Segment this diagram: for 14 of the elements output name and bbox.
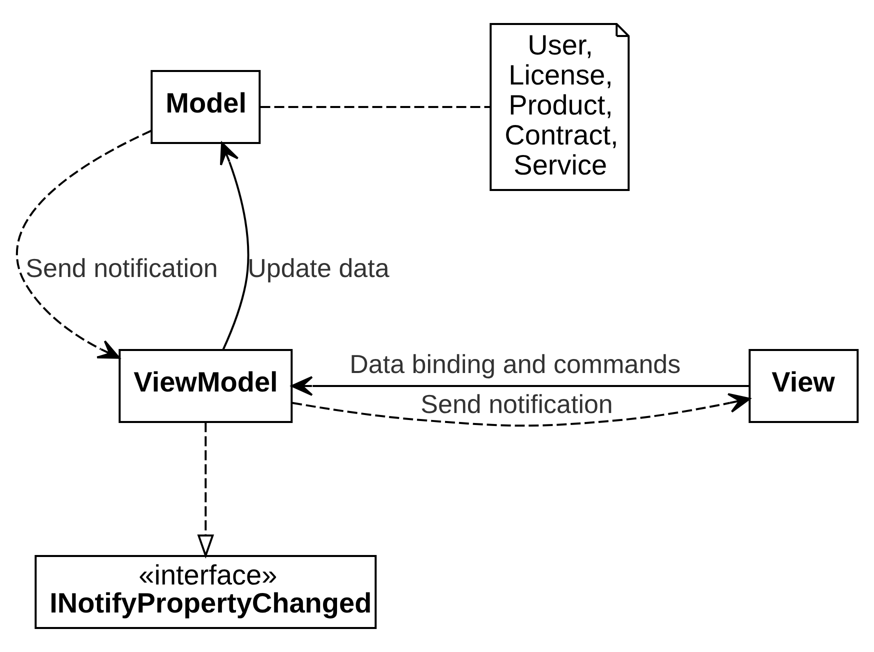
edge-label: Send notification [420, 388, 613, 419]
arrow [16, 130, 152, 359]
edge-label: Data binding and commands [350, 348, 681, 379]
arrow [220, 142, 250, 350]
node-box: View [748, 349, 859, 423]
arrow [292, 393, 751, 427]
node-box: Model [150, 70, 261, 144]
edge-label: Send notification [26, 252, 218, 283]
edge-label: Update data [248, 252, 390, 283]
arrow [290, 376, 750, 396]
arrow [197, 422, 214, 559]
node-box: «interface» INotifyPropertyChanged [34, 555, 377, 629]
connector [260, 106, 490, 108]
node-box: ViewModel [118, 349, 293, 423]
